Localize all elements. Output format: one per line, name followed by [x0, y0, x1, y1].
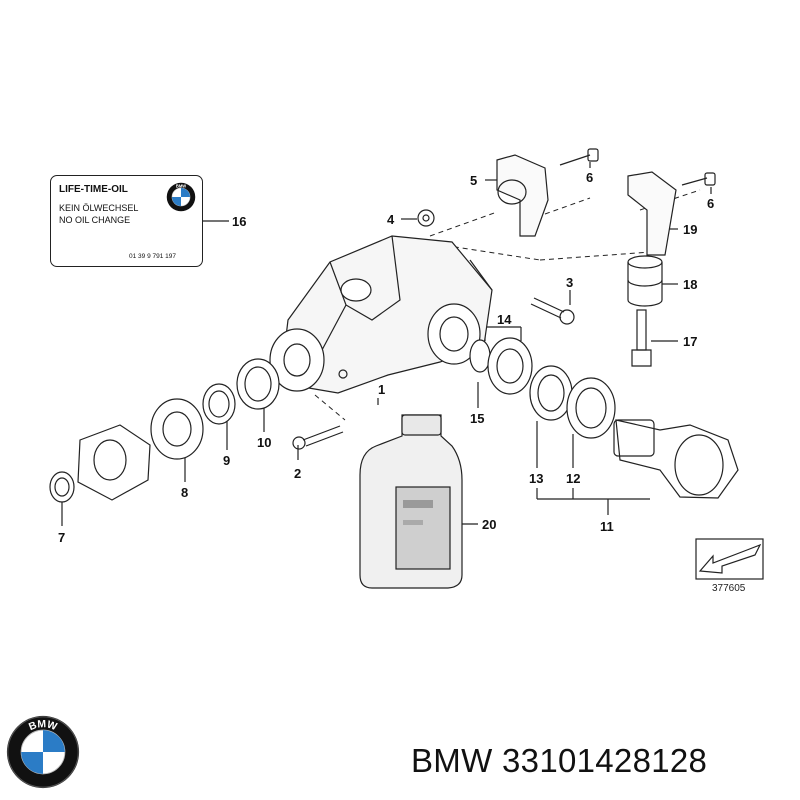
callout-14: 14 [497, 312, 512, 327]
callout-11: 11 [600, 519, 614, 534]
callout-17: 17 [683, 334, 697, 349]
callout-1: 1 [378, 382, 385, 397]
lifetime-oil-label-card: LIFE-TIME-OIL KEIN ÖLWECHSEL NO OIL CHAN… [50, 175, 203, 267]
bmw-logo-icon: BMW [166, 182, 196, 212]
callout-5: 5 [470, 173, 477, 188]
svg-text:BMW: BMW [176, 183, 186, 188]
diagram-reference-number: 377605 [712, 583, 746, 594]
callout-4: 4 [387, 212, 395, 227]
callout-13: 13 [529, 471, 543, 486]
callout-3: 3 [566, 275, 573, 290]
callout-12: 12 [566, 471, 580, 486]
callout-2: 2 [294, 466, 301, 481]
callout-18: 18 [683, 277, 697, 292]
svg-text:BMW: BMW [27, 719, 58, 733]
label-line-english: NO OIL CHANGE [59, 215, 131, 225]
callout-6a: 6 [586, 170, 593, 185]
brand-part-number: BMW 33101428128 [411, 742, 708, 779]
callout-8: 8 [181, 485, 188, 500]
label-part-number: 01 39 9 791 197 [129, 253, 176, 260]
label-line-german: KEIN ÖLWECHSEL [59, 203, 139, 213]
callout-9: 9 [223, 453, 230, 468]
callout-6b: 6 [707, 196, 714, 211]
callout-15: 15 [470, 411, 484, 426]
callout-7: 7 [58, 530, 65, 545]
callout-19: 19 [683, 222, 697, 237]
label-title: LIFE-TIME-OIL [59, 184, 128, 195]
callout-10: 10 [257, 435, 271, 450]
bmw-roundel-icon: BMW [6, 715, 80, 789]
callout-16: 16 [232, 214, 246, 229]
callout-20: 20 [482, 517, 496, 532]
